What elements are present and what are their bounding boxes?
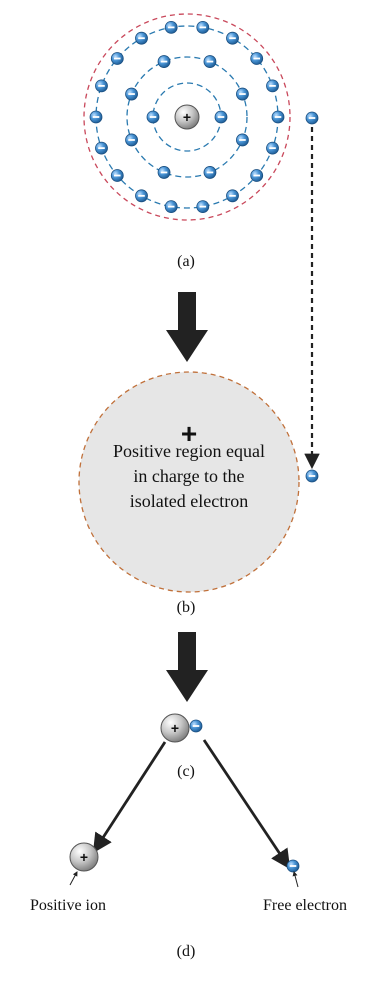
pair-ion-plus: + <box>171 720 179 736</box>
isolated-electron-b <box>305 469 319 483</box>
ion-plus-sign: + <box>80 849 88 865</box>
shell-3-electron <box>226 189 239 203</box>
isolated-electron <box>305 111 319 125</box>
arrow-to-electron <box>202 739 291 870</box>
shell-2-electron <box>236 87 249 101</box>
nucleus-plus-sign: + <box>183 109 191 125</box>
shell-3-electron <box>95 141 108 155</box>
shell-2-electron <box>157 166 171 179</box>
shell-3-electron <box>196 200 210 214</box>
pair-electron <box>189 719 203 733</box>
shell-2 <box>126 56 248 178</box>
region-label-line-3: isolated electron <box>130 491 248 511</box>
shell-3-electron <box>135 31 148 45</box>
shell-3-electron <box>250 52 264 65</box>
shell-3-electron <box>89 110 103 124</box>
caption-a: (a) <box>177 253 195 270</box>
big-arrow-1 <box>166 292 208 362</box>
shell-3-electron <box>164 20 178 34</box>
shell-2-electron <box>125 87 138 101</box>
isolated-electron-b-icon <box>305 469 319 483</box>
atom-panel: + <box>83 13 319 221</box>
shell-3-electron <box>110 52 124 65</box>
outer-boundary <box>83 13 291 221</box>
shell-3-electron <box>250 169 264 182</box>
shell-3-electron <box>110 169 124 182</box>
shell-3-electron <box>135 189 148 203</box>
shell-3-electron <box>95 79 108 93</box>
shell-3-electron <box>266 141 279 155</box>
region-label-line-2: in charge to the <box>133 466 244 486</box>
shell-1-electron <box>146 110 160 124</box>
electron-pointer <box>292 871 299 888</box>
region-plus-sign: + <box>181 418 197 449</box>
positive-ion: + <box>69 842 99 872</box>
shell-3-electron <box>164 200 178 214</box>
positive-ion-label: Positive ion <box>30 897 106 914</box>
pair-electron-icon <box>189 719 203 733</box>
positive-region <box>78 371 300 593</box>
caption-d: (d) <box>177 943 196 960</box>
shell-3-electron <box>226 31 239 45</box>
ion-pointer <box>69 871 78 886</box>
positive-region-panel: + Positive region equal in charge to the… <box>78 371 319 593</box>
caption-c: (c) <box>177 763 195 780</box>
free-electron <box>286 859 300 873</box>
shell-3-electron <box>196 20 210 34</box>
atom-nucleus: + <box>174 104 200 130</box>
shell-3-electron <box>266 79 279 93</box>
shell-3-electron <box>271 110 285 124</box>
shell-1-electron <box>214 110 228 124</box>
free-electron-label: Free electron <box>263 897 347 914</box>
arrow-to-ion <box>92 741 167 854</box>
big-arrow-2 <box>166 632 208 702</box>
shell-2-electron <box>203 166 217 179</box>
isolated-electron-icon <box>305 111 319 125</box>
ion-electron-pair: + <box>160 713 203 743</box>
region-label-line-1: Positive region equal <box>113 441 265 461</box>
shell-2-electron <box>236 133 249 147</box>
shell-2-electron <box>125 133 138 147</box>
shell-2-electron <box>157 55 171 68</box>
free-electron-icon <box>286 859 300 873</box>
caption-b: (b) <box>177 599 196 616</box>
atom-electrons <box>89 20 285 214</box>
shell-2-electron <box>203 55 217 68</box>
